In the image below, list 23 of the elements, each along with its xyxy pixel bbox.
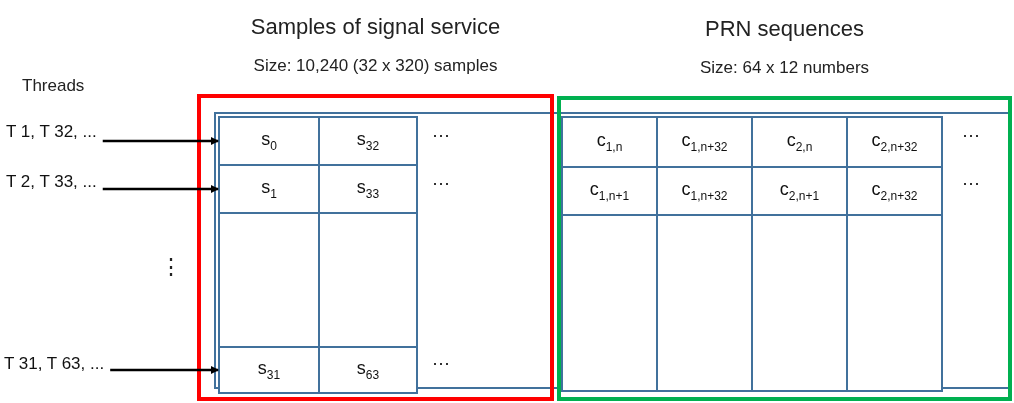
data-cell: s$_{0}$ bbox=[218, 116, 320, 166]
column-heading: Threads bbox=[22, 76, 85, 96]
arrow bbox=[110, 366, 219, 374]
arrow bbox=[102, 137, 219, 145]
region-title: PRN sequences bbox=[704, 16, 865, 42]
region-title: Samples of signal service bbox=[249, 14, 502, 40]
thread-label: T 31, T 63, ... bbox=[4, 354, 105, 374]
ellipsis-mark: ⋮ bbox=[160, 254, 182, 280]
ellipsis-mark: ⋯ bbox=[432, 352, 450, 374]
size-note: Size: 10,240 (32 x 320) samples bbox=[252, 56, 499, 76]
thread-label: T 1, T 32, ... bbox=[6, 122, 97, 142]
ellipsis-mark: ⋯ bbox=[962, 124, 980, 146]
ellipsis-mark: ⋯ bbox=[432, 124, 450, 146]
thread-label: T 2, T 33, ... bbox=[6, 172, 97, 192]
arrow bbox=[102, 185, 219, 193]
ellipsis-mark: ⋯ bbox=[432, 172, 450, 194]
data-cell: s$_{63}$ bbox=[318, 346, 418, 394]
data-cell: s$_{32}$ bbox=[318, 116, 418, 166]
size-note: Size: 64 x 12 numbers bbox=[698, 58, 871, 78]
data-cell: c$_{2,n+32}$ bbox=[846, 116, 943, 168]
data-cell: s$_{31}$ bbox=[218, 346, 320, 394]
data-cell: c$_{1,n}$ bbox=[561, 116, 658, 168]
ellipsis-mark: ⋯ bbox=[962, 172, 980, 194]
